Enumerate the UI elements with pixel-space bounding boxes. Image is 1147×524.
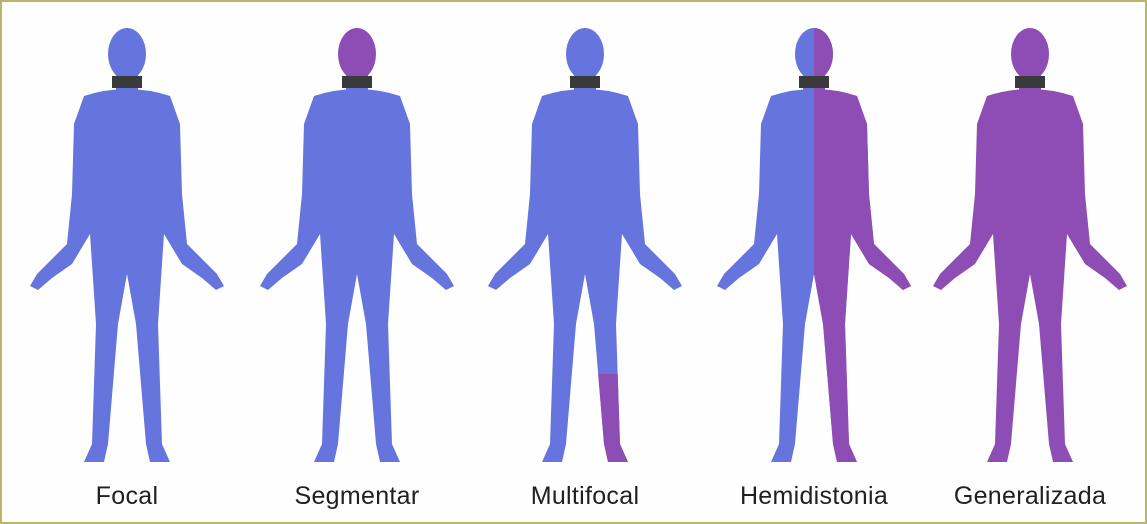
body-silhouette: [12, 24, 242, 478]
body-silhouette: [699, 24, 929, 478]
neck-region: [342, 76, 372, 88]
body-silhouette: [470, 24, 700, 478]
body-figure-focal: [12, 24, 242, 478]
whole-body-region: [933, 28, 1127, 462]
neck-region: [112, 76, 142, 88]
head-region: [338, 28, 376, 80]
body-figure-segmentar: [242, 24, 472, 478]
neck-region: [1015, 76, 1045, 88]
caption-focal: Focal: [12, 482, 242, 511]
body-figure-multifocal: [470, 24, 700, 478]
body-silhouette: [242, 24, 472, 478]
body-figure-hemidistonia: [699, 24, 929, 478]
half-body-region: [717, 28, 911, 462]
neck-region: [799, 76, 829, 88]
body-silhouette: [915, 24, 1145, 478]
caption-multifocal: Multifocal: [470, 482, 700, 511]
caption-hemidistonia: Hemidistonia: [699, 482, 929, 511]
caption-generalizada: Generalizada: [915, 482, 1145, 511]
body-figure-generalizada: [915, 24, 1145, 478]
neck-region: [570, 76, 600, 88]
caption-segmentar: Segmentar: [242, 482, 472, 511]
